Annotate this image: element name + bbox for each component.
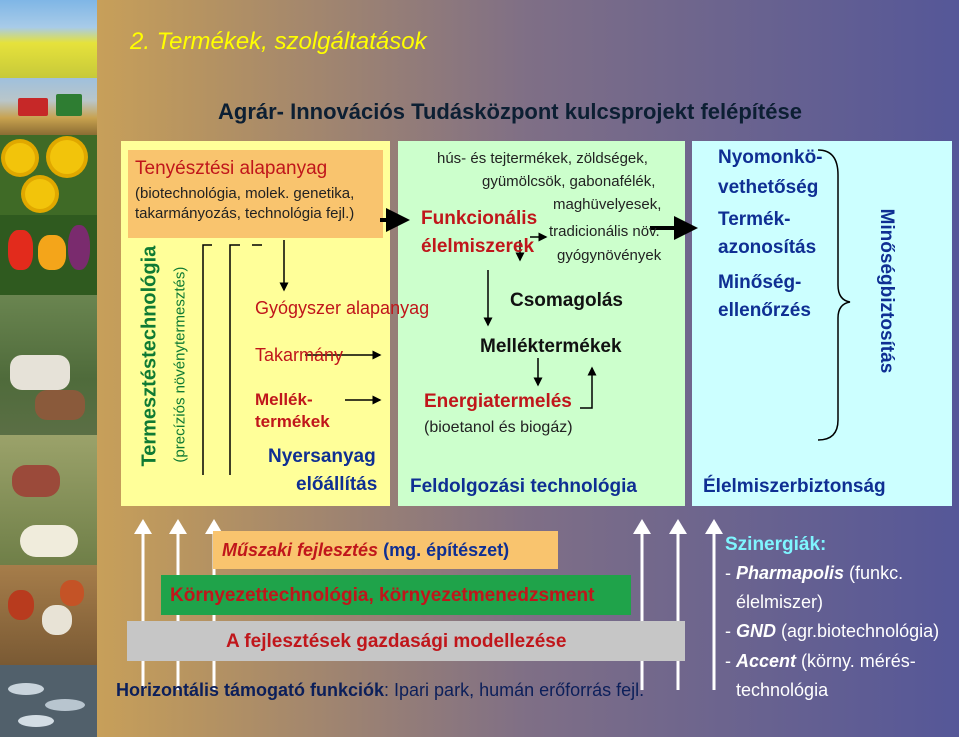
photo-strip	[0, 0, 97, 737]
synergy-line-3: - GND (agr.biotechnológia)	[725, 621, 939, 642]
gazdasagi-bar	[127, 621, 685, 661]
synergy-rest-3: (agr.biotechnológia)	[776, 621, 940, 641]
sheep-photo	[0, 435, 97, 565]
tenyesztesi-detail-1: (biotechnológia, molek. genetika,	[135, 185, 355, 202]
mellek-label-2: termékek	[255, 412, 330, 431]
csomagolas-label: Csomagolás	[510, 290, 623, 311]
rapeseed-field-photo	[0, 0, 97, 78]
cattle-photo	[0, 295, 97, 435]
diagram-title: Agrár- Innovációs Tudásközpont kulcsproj…	[218, 99, 802, 124]
sunflowers-photo	[0, 135, 97, 215]
funkcionalis-label-1: Funkcionális	[421, 208, 538, 229]
synergy-dash-4: -	[725, 651, 736, 671]
precizios-label: (precíziós növénytermesztés)	[171, 266, 189, 463]
slide-title: 2. Termékek, szolgáltatások	[130, 28, 427, 55]
synergy-line-4: - Accent (körny. mérés-	[725, 651, 916, 672]
nyomonkovet-label-2: vethetőség	[718, 177, 819, 198]
horizontalis-rest: : Ipari park, humán erőforrás fejl.	[384, 680, 645, 700]
bracket-line-2	[229, 244, 240, 475]
right-box	[692, 141, 952, 506]
takarmany-label: Takarmány	[255, 345, 344, 365]
synergy-line-5: technológia	[736, 680, 829, 700]
fish-photo	[0, 665, 97, 737]
nyersanyag-label-2: előállítás	[296, 474, 378, 495]
products-line-1: hús- és tejtermékek, zöldségek,	[437, 150, 648, 167]
gnd-text: GND	[736, 621, 776, 641]
feldolgozasi-label: Feldolgozási technológia	[410, 476, 637, 497]
muszaki-suffix-text: (mg. építészet)	[383, 540, 510, 560]
middle-box	[398, 141, 685, 506]
products-line-2: gyümölcsök, gabonafélék,	[482, 173, 656, 190]
synergy-line-1: - Pharmapolis (funkc.	[725, 563, 903, 584]
termekazon-label-2: azonosítás	[718, 237, 817, 258]
kornyezet-bar	[161, 575, 631, 615]
mellek-label-1: Mellék-	[255, 390, 313, 409]
muszaki-fejlesztes-text: Műszaki fejlesztés	[222, 540, 379, 560]
accent-text: Accent	[736, 651, 797, 671]
energiatermeles-detail: (bioetanol és biogáz)	[424, 419, 573, 436]
energiatermeles-label: Energiatermelés	[424, 391, 572, 412]
synergy-rest-4: (körny. mérés-	[796, 651, 916, 671]
synergy-dash-1: -	[725, 563, 736, 583]
termekazon-label-1: Termék-	[718, 209, 791, 230]
minoseg-label-2: ellenőrzés	[718, 300, 811, 321]
funkcionalis-label-2: élelmiszerek	[421, 236, 535, 257]
vegetables-photo	[0, 215, 97, 295]
gyogyszer-label: Gyógyszer alapanyag	[255, 298, 430, 318]
tenyesztesi-heading: Tenyésztési alapanyag	[135, 158, 328, 179]
muszaki-bar	[213, 531, 558, 569]
minoseg-label-1: Minőség-	[718, 272, 802, 293]
tenyesztesi-detail-2: takarmányozás, technológia fejl.)	[135, 205, 355, 222]
nyomonkovet-label-1: Nyomonkö-	[718, 147, 823, 168]
nyersanyag-label-1: Nyersanyag	[268, 446, 376, 467]
products-line-3: maghüvelyesek,	[553, 196, 662, 213]
mellektermekek-label: Melléktermékek	[480, 336, 622, 357]
elelmiszerbiztonsag-label: Élelmiszerbiztonság	[703, 476, 886, 497]
synergy-dash-3: -	[725, 621, 736, 641]
horizontalis-line: Horizontális támogató funkciók: Ipari pa…	[116, 680, 644, 701]
minosegbiztositas-label: Minőségbiztosítás	[875, 208, 897, 374]
termesztestechnologia-label: Termesztéstechnológia	[138, 245, 161, 467]
products-line-5: gyógynövények	[557, 247, 662, 264]
muszaki-label: Műszaki fejlesztés (mg. építészet)	[222, 540, 509, 561]
kornyezet-label: Környezettechnológia, környezetmenedzsme…	[170, 585, 595, 606]
bracket-line-1	[202, 244, 212, 475]
pharmapolis-text: Pharmapolis	[736, 563, 845, 583]
arrow-energia-loop	[580, 366, 597, 409]
horizontalis-label: Horizontális támogató funkciók	[116, 680, 385, 700]
tenyesztesi-box	[128, 150, 383, 238]
gazdasagi-label: A fejlesztések gazdasági modellezése	[226, 631, 567, 652]
products-line-4: tradicionális növ.	[549, 223, 660, 240]
harvester-photo	[0, 78, 97, 135]
chickens-photo	[0, 565, 97, 665]
szinergiak-title: Szinergiák:	[725, 534, 827, 555]
synergy-rest-1: (funkc.	[844, 563, 904, 583]
right-brace	[817, 149, 851, 441]
synergy-line-2: élelmiszer)	[736, 592, 824, 612]
